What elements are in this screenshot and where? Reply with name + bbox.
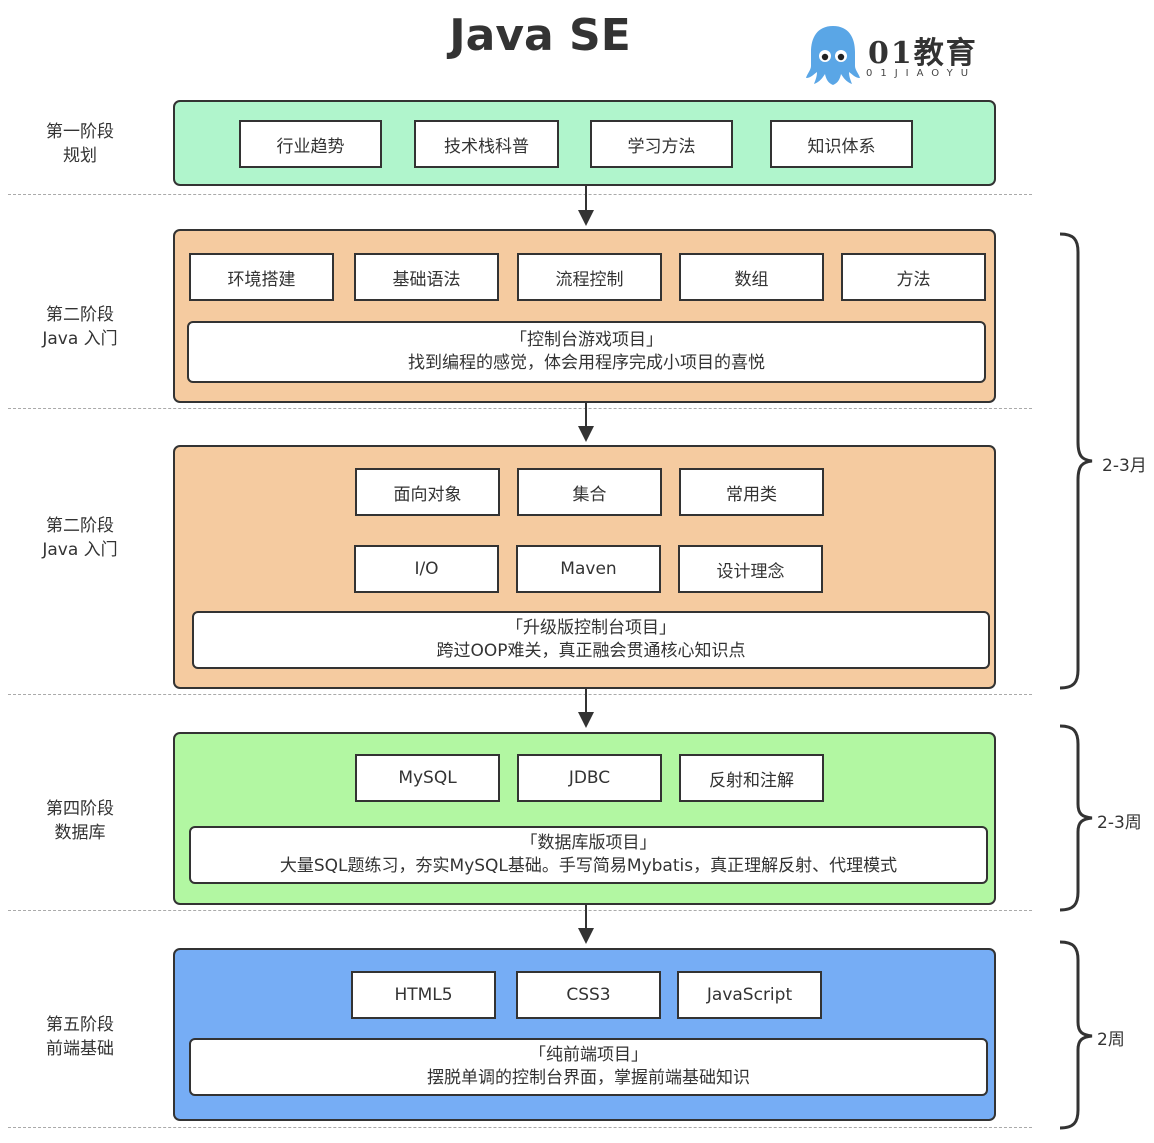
- duration-brace-3: [1059, 940, 1093, 1130]
- stage-3-name: 第二阶段: [46, 516, 114, 536]
- arrow-down-icon: [578, 712, 594, 728]
- stage-5-name: 第五阶段: [46, 1015, 114, 1035]
- stage-5-label: 第五阶段 前端基础: [20, 1013, 140, 1061]
- flow-arrow-line: [585, 403, 587, 428]
- duration-label: 2周: [1097, 1030, 1125, 1050]
- stage-3-item[interactable]: 面向对象: [355, 468, 500, 516]
- duration-label: 2-3周: [1097, 813, 1142, 833]
- stage-2-item[interactable]: 环境搭建: [189, 253, 334, 301]
- project-description: 跨过OOP难关，真正融会贯通核心知识点: [436, 641, 746, 661]
- stage-3-label: 第二阶段 Java 入门: [20, 514, 140, 562]
- stage-4-box: MySQL JDBC 反射和注解 「数据库版项目」 大量SQL题练习，夯实MyS…: [173, 732, 996, 905]
- duration-brace-1: [1059, 232, 1093, 690]
- stage-2-item[interactable]: 流程控制: [517, 253, 662, 301]
- stage-2-name: 第二阶段: [46, 305, 114, 325]
- arrow-down-icon: [578, 210, 594, 226]
- brand-subtitle: 01JIAOYU: [866, 68, 977, 79]
- stage-3-item[interactable]: 常用类: [679, 468, 824, 516]
- stage-3-item[interactable]: 设计理念: [678, 545, 823, 593]
- project-description: 大量SQL题练习，夯实MySQL基础。手写简易Mybatis，真正理解反射、代理…: [279, 856, 898, 876]
- stage-divider: [8, 910, 1032, 911]
- stage-2-item[interactable]: 数组: [679, 253, 824, 301]
- stage-2-item[interactable]: 基础语法: [354, 253, 499, 301]
- duration-brace-2: [1059, 724, 1093, 912]
- stage-4-item[interactable]: JDBC: [517, 754, 662, 802]
- stage-1-item[interactable]: 学习方法: [590, 120, 733, 168]
- stage-5-item[interactable]: HTML5: [351, 971, 496, 1019]
- flow-arrow-line: [585, 689, 587, 714]
- stage-4-topic: 数据库: [54, 823, 106, 843]
- octopus-mascot-icon: [806, 26, 860, 85]
- stage-4-name: 第四阶段: [46, 799, 114, 819]
- stage-4-project[interactable]: 「数据库版项目」 大量SQL题练习，夯实MySQL基础。手写简易Mybatis，…: [189, 826, 988, 884]
- stage-3-project[interactable]: 「升级版控制台项目」 跨过OOP难关，真正融会贯通核心知识点: [192, 611, 990, 669]
- stage-4-item[interactable]: MySQL: [355, 754, 500, 802]
- project-description: 找到编程的感觉，体会用程序完成小项目的喜悦: [408, 353, 765, 373]
- stage-1-label: 第一阶段 规划: [20, 120, 140, 168]
- stage-1-item[interactable]: 知识体系: [770, 120, 913, 168]
- stage-3-item[interactable]: I/O: [354, 545, 499, 593]
- stage-3-topic: Java 入门: [42, 540, 118, 560]
- flow-arrow-line: [585, 186, 587, 212]
- brand-name: 01教育: [868, 36, 978, 71]
- arrow-down-icon: [578, 426, 594, 442]
- stage-divider: [8, 694, 1032, 695]
- project-title: 「数据库版项目」: [520, 833, 657, 853]
- stage-1-topic: 规划: [63, 146, 97, 166]
- arrow-down-icon: [578, 928, 594, 944]
- stage-5-item[interactable]: JavaScript: [677, 971, 822, 1019]
- stage-3-item[interactable]: Maven: [516, 545, 661, 593]
- stage-2-topic: Java 入门: [42, 329, 118, 349]
- stage-3-item[interactable]: 集合: [517, 468, 662, 516]
- project-title: 「纯前端项目」: [529, 1045, 648, 1065]
- stage-1-box: 行业趋势 技术栈科普 学习方法 知识体系: [173, 100, 996, 186]
- stage-divider: [8, 194, 1032, 195]
- project-title: 「控制台游戏项目」: [510, 330, 663, 350]
- brand-logo: [805, 22, 985, 86]
- stage-4-item[interactable]: 反射和注解: [679, 754, 824, 802]
- stage-2-project[interactable]: 「控制台游戏项目」 找到编程的感觉，体会用程序完成小项目的喜悦: [187, 321, 986, 383]
- flow-arrow-line: [585, 905, 587, 930]
- stage-4-label: 第四阶段 数据库: [20, 797, 140, 845]
- stage-5-item[interactable]: CSS3: [516, 971, 661, 1019]
- page-title: Java SE: [449, 10, 631, 61]
- stage-2-label: 第二阶段 Java 入门: [20, 303, 140, 351]
- stage-5-topic: 前端基础: [46, 1039, 114, 1059]
- stage-5-box: HTML5 CSS3 JavaScript 「纯前端项目」 摆脱单调的控制台界面…: [173, 948, 996, 1121]
- stage-2-item[interactable]: 方法: [841, 253, 986, 301]
- project-description: 摆脱单调的控制台界面，掌握前端基础知识: [427, 1068, 750, 1088]
- stage-5-project[interactable]: 「纯前端项目」 摆脱单调的控制台界面，掌握前端基础知识: [189, 1038, 988, 1096]
- stage-1-name: 第一阶段: [46, 122, 114, 142]
- stage-1-item[interactable]: 技术栈科普: [414, 120, 559, 168]
- duration-label: 2-3月: [1102, 456, 1147, 476]
- stage-2-box: 环境搭建 基础语法 流程控制 数组 方法 「控制台游戏项目」 找到编程的感觉，体…: [173, 229, 996, 403]
- stage-divider: [8, 1127, 1032, 1128]
- stage-3-box: 面向对象 集合 常用类 I/O Maven 设计理念 「升级版控制台项目」 跨过…: [173, 445, 996, 689]
- stage-divider: [8, 408, 1032, 409]
- project-title: 「升级版控制台项目」: [506, 618, 676, 638]
- stage-1-item[interactable]: 行业趋势: [239, 120, 382, 168]
